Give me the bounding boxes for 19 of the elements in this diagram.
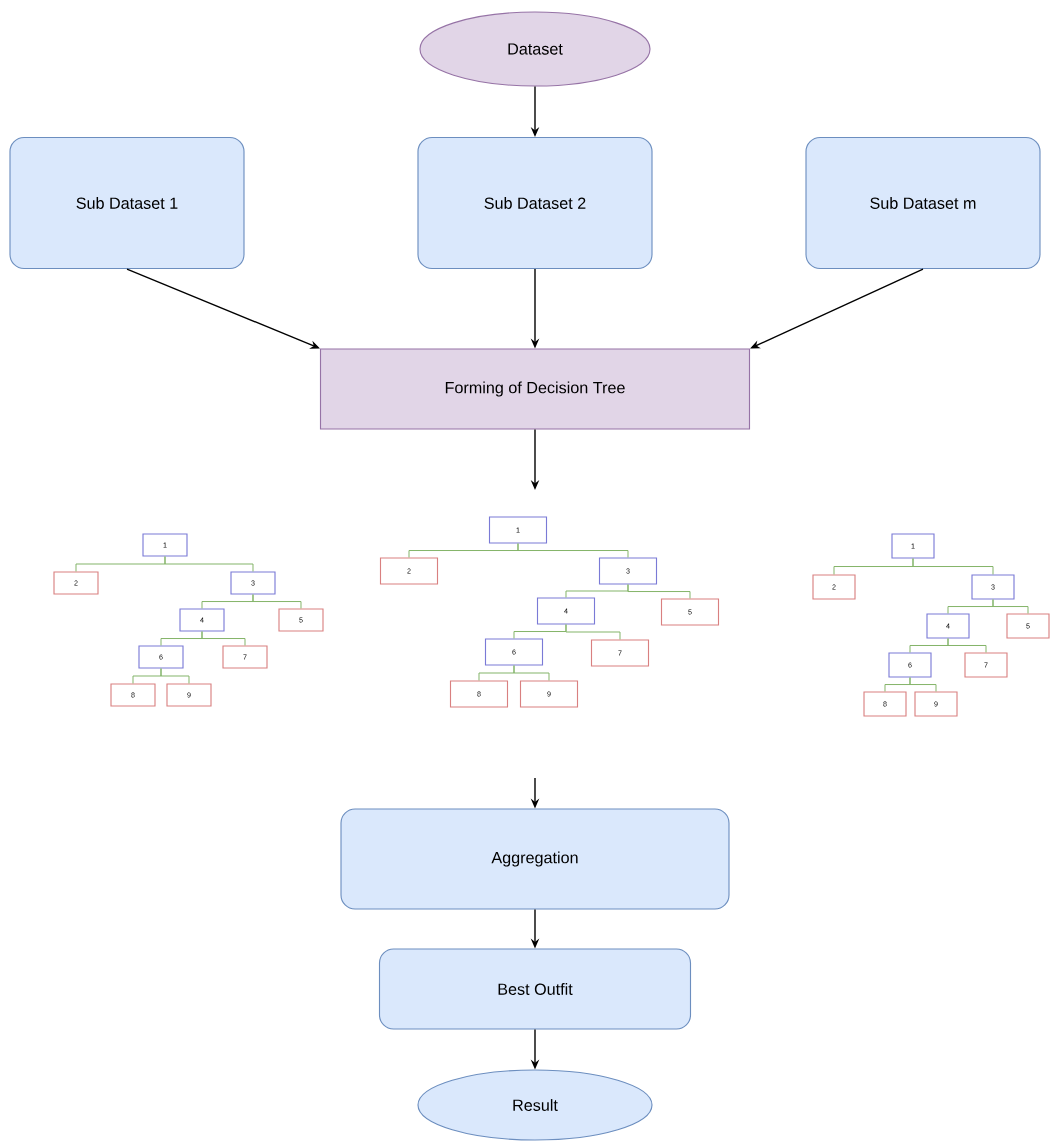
connector-line: [201, 631, 246, 646]
arrow: [750, 268, 924, 349]
connector-line: [947, 638, 987, 653]
process-box: Sub Dataset 2: [417, 136, 653, 270]
connector-line: [565, 624, 621, 640]
connector-line: [160, 668, 190, 684]
process-box: Aggregation: [340, 808, 730, 910]
connector-line: [992, 599, 1029, 614]
connector-line: [912, 558, 994, 575]
connector-line: [164, 556, 254, 572]
connector-line: [513, 665, 550, 681]
connector-line: [909, 677, 937, 692]
connector-line: [627, 584, 691, 599]
connector-line: [252, 594, 302, 609]
process-box: Sub Dataset m: [805, 136, 1041, 270]
process-box: Best Outfit: [378, 948, 692, 1030]
process-box: Sub Dataset 1: [9, 136, 245, 270]
connector-line: [517, 543, 629, 558]
process-box: Forming of Decision Tree: [319, 348, 751, 430]
